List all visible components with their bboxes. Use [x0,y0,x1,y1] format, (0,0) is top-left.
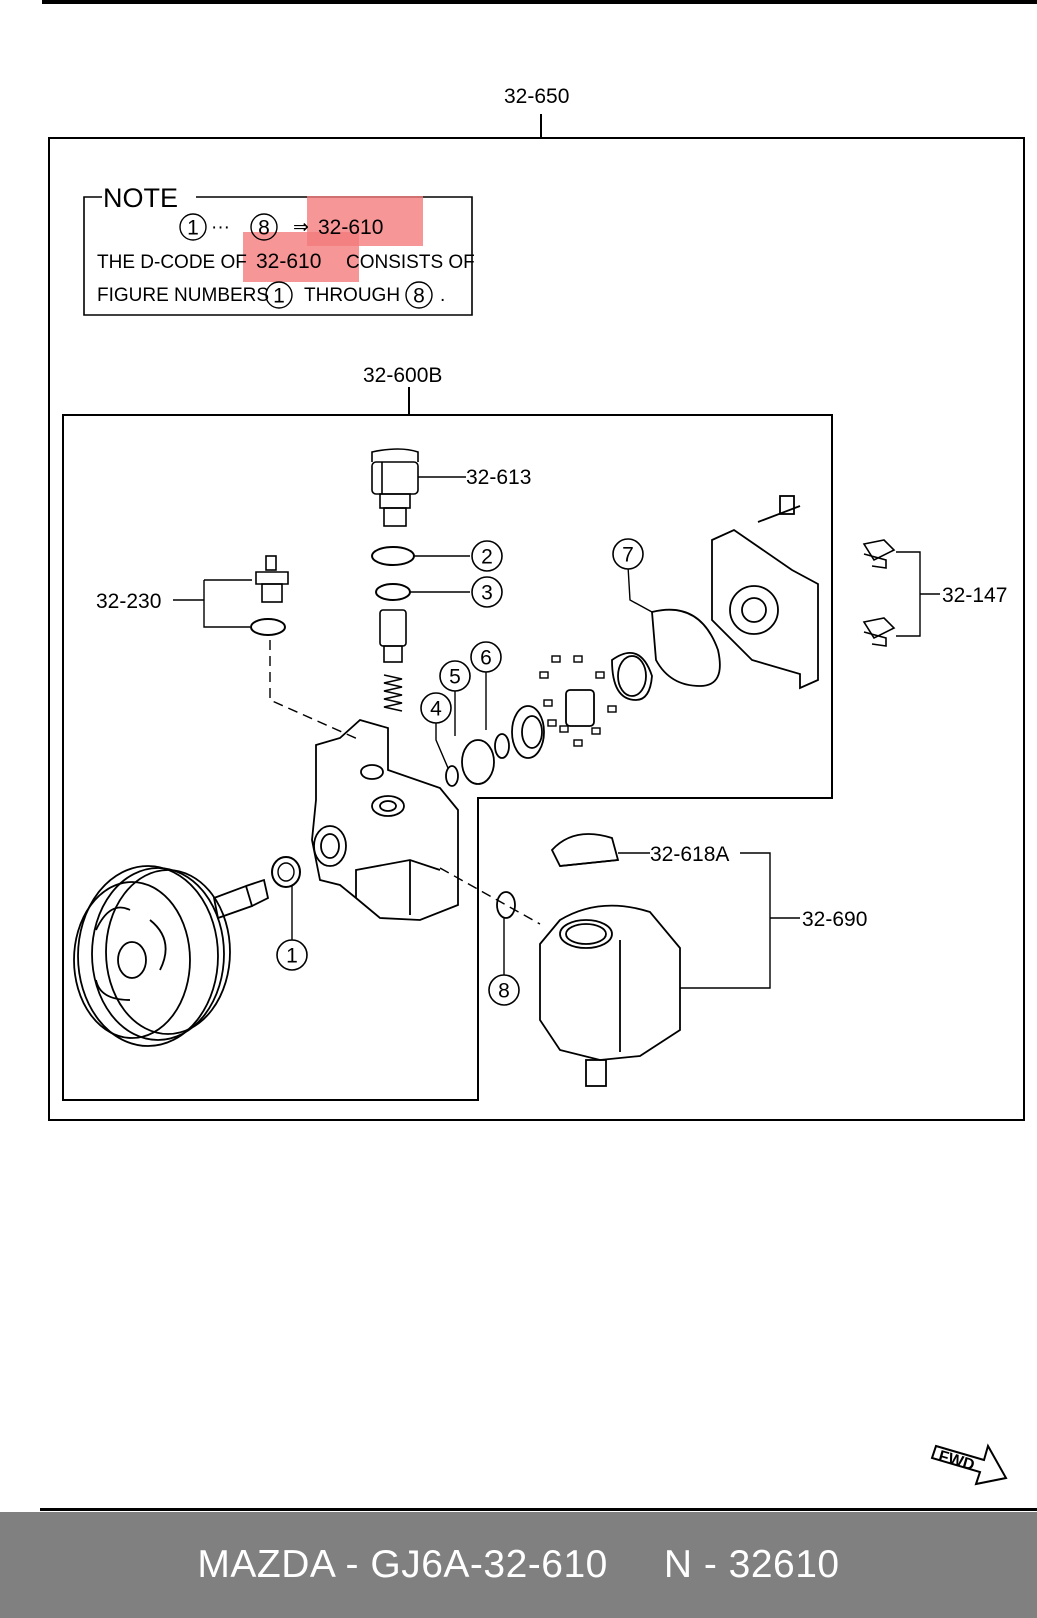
clips-label: 32-147 [942,584,1007,607]
pump-assembly-label: 32-600B [363,364,442,387]
callout-2: 2 [481,546,493,569]
pump-assembly-box [62,414,833,1101]
note-line2-prefix: THE D-CODE OF [97,252,247,273]
reservoir-part [539,904,681,1087]
footer-rule [40,1508,1037,1511]
clips-part [862,539,896,647]
note-arrow: ⇒ [293,217,309,238]
cap-part [550,833,620,867]
note-line3-middle: THROUGH [304,285,400,306]
vanes [539,655,617,747]
assembly-label: 32-650 [504,85,569,108]
callout-5: 5 [449,666,461,689]
note-line3-punct: . [440,285,445,306]
parts-diagram: 32-650 NOTE 1 ··· 8 ⇒ 32-610 THE D-CODE … [48,85,1025,1486]
note-range-end: 8 [258,217,270,240]
note-line3-prefix: FIGURE NUMBERS [97,285,269,306]
footer-code: N - 32610 [663,1543,840,1586]
note-line3-start: 1 [273,285,285,308]
callout-7: 7 [622,544,634,567]
callouts: 1 2 3 4 5 6 7 8 [276,538,644,1006]
callout-1: 1 [286,945,298,968]
gasket-part [651,608,721,687]
pulley-part [73,865,270,1047]
valve-label: 32-613 [466,466,531,489]
fwd-arrow-icon: FWD [930,1443,1008,1486]
rotor-parts [511,651,653,759]
pump-body [311,718,459,921]
callout-6: 6 [480,647,492,670]
cap-label: 32-618A [650,843,729,866]
note-title: NOTE [103,183,178,213]
callout-3: 3 [481,582,493,605]
valve-part [371,448,466,527]
footer-bar: MAZDA - GJ6A-32-610 N - 32610 [0,1512,1037,1618]
note-range-start: 1 [187,217,199,240]
note-line2-code: 32-610 [256,250,321,273]
footer-part-number: MAZDA - GJ6A-32-610 [197,1543,608,1586]
sensor-label: 32-230 [96,590,161,613]
note-box: NOTE 1 ··· 8 ⇒ 32-610 THE D-CODE OF 32-6… [83,183,475,316]
reservoir-label: 32-690 [802,908,867,931]
note-code: 32-610 [318,216,383,239]
top-rule [42,0,1037,4]
note-range-dots: ··· [211,217,230,238]
fwd-label: FWD [937,1448,977,1474]
note-line2-suffix: CONSISTS OF [346,252,475,273]
spool-part [379,609,407,712]
callout-4: 4 [430,698,442,721]
cover-part [711,495,819,690]
note-line3-end: 8 [413,285,425,308]
sensor-part [250,555,289,636]
callout-8: 8 [498,980,510,1003]
assembly-box [48,137,1025,1121]
